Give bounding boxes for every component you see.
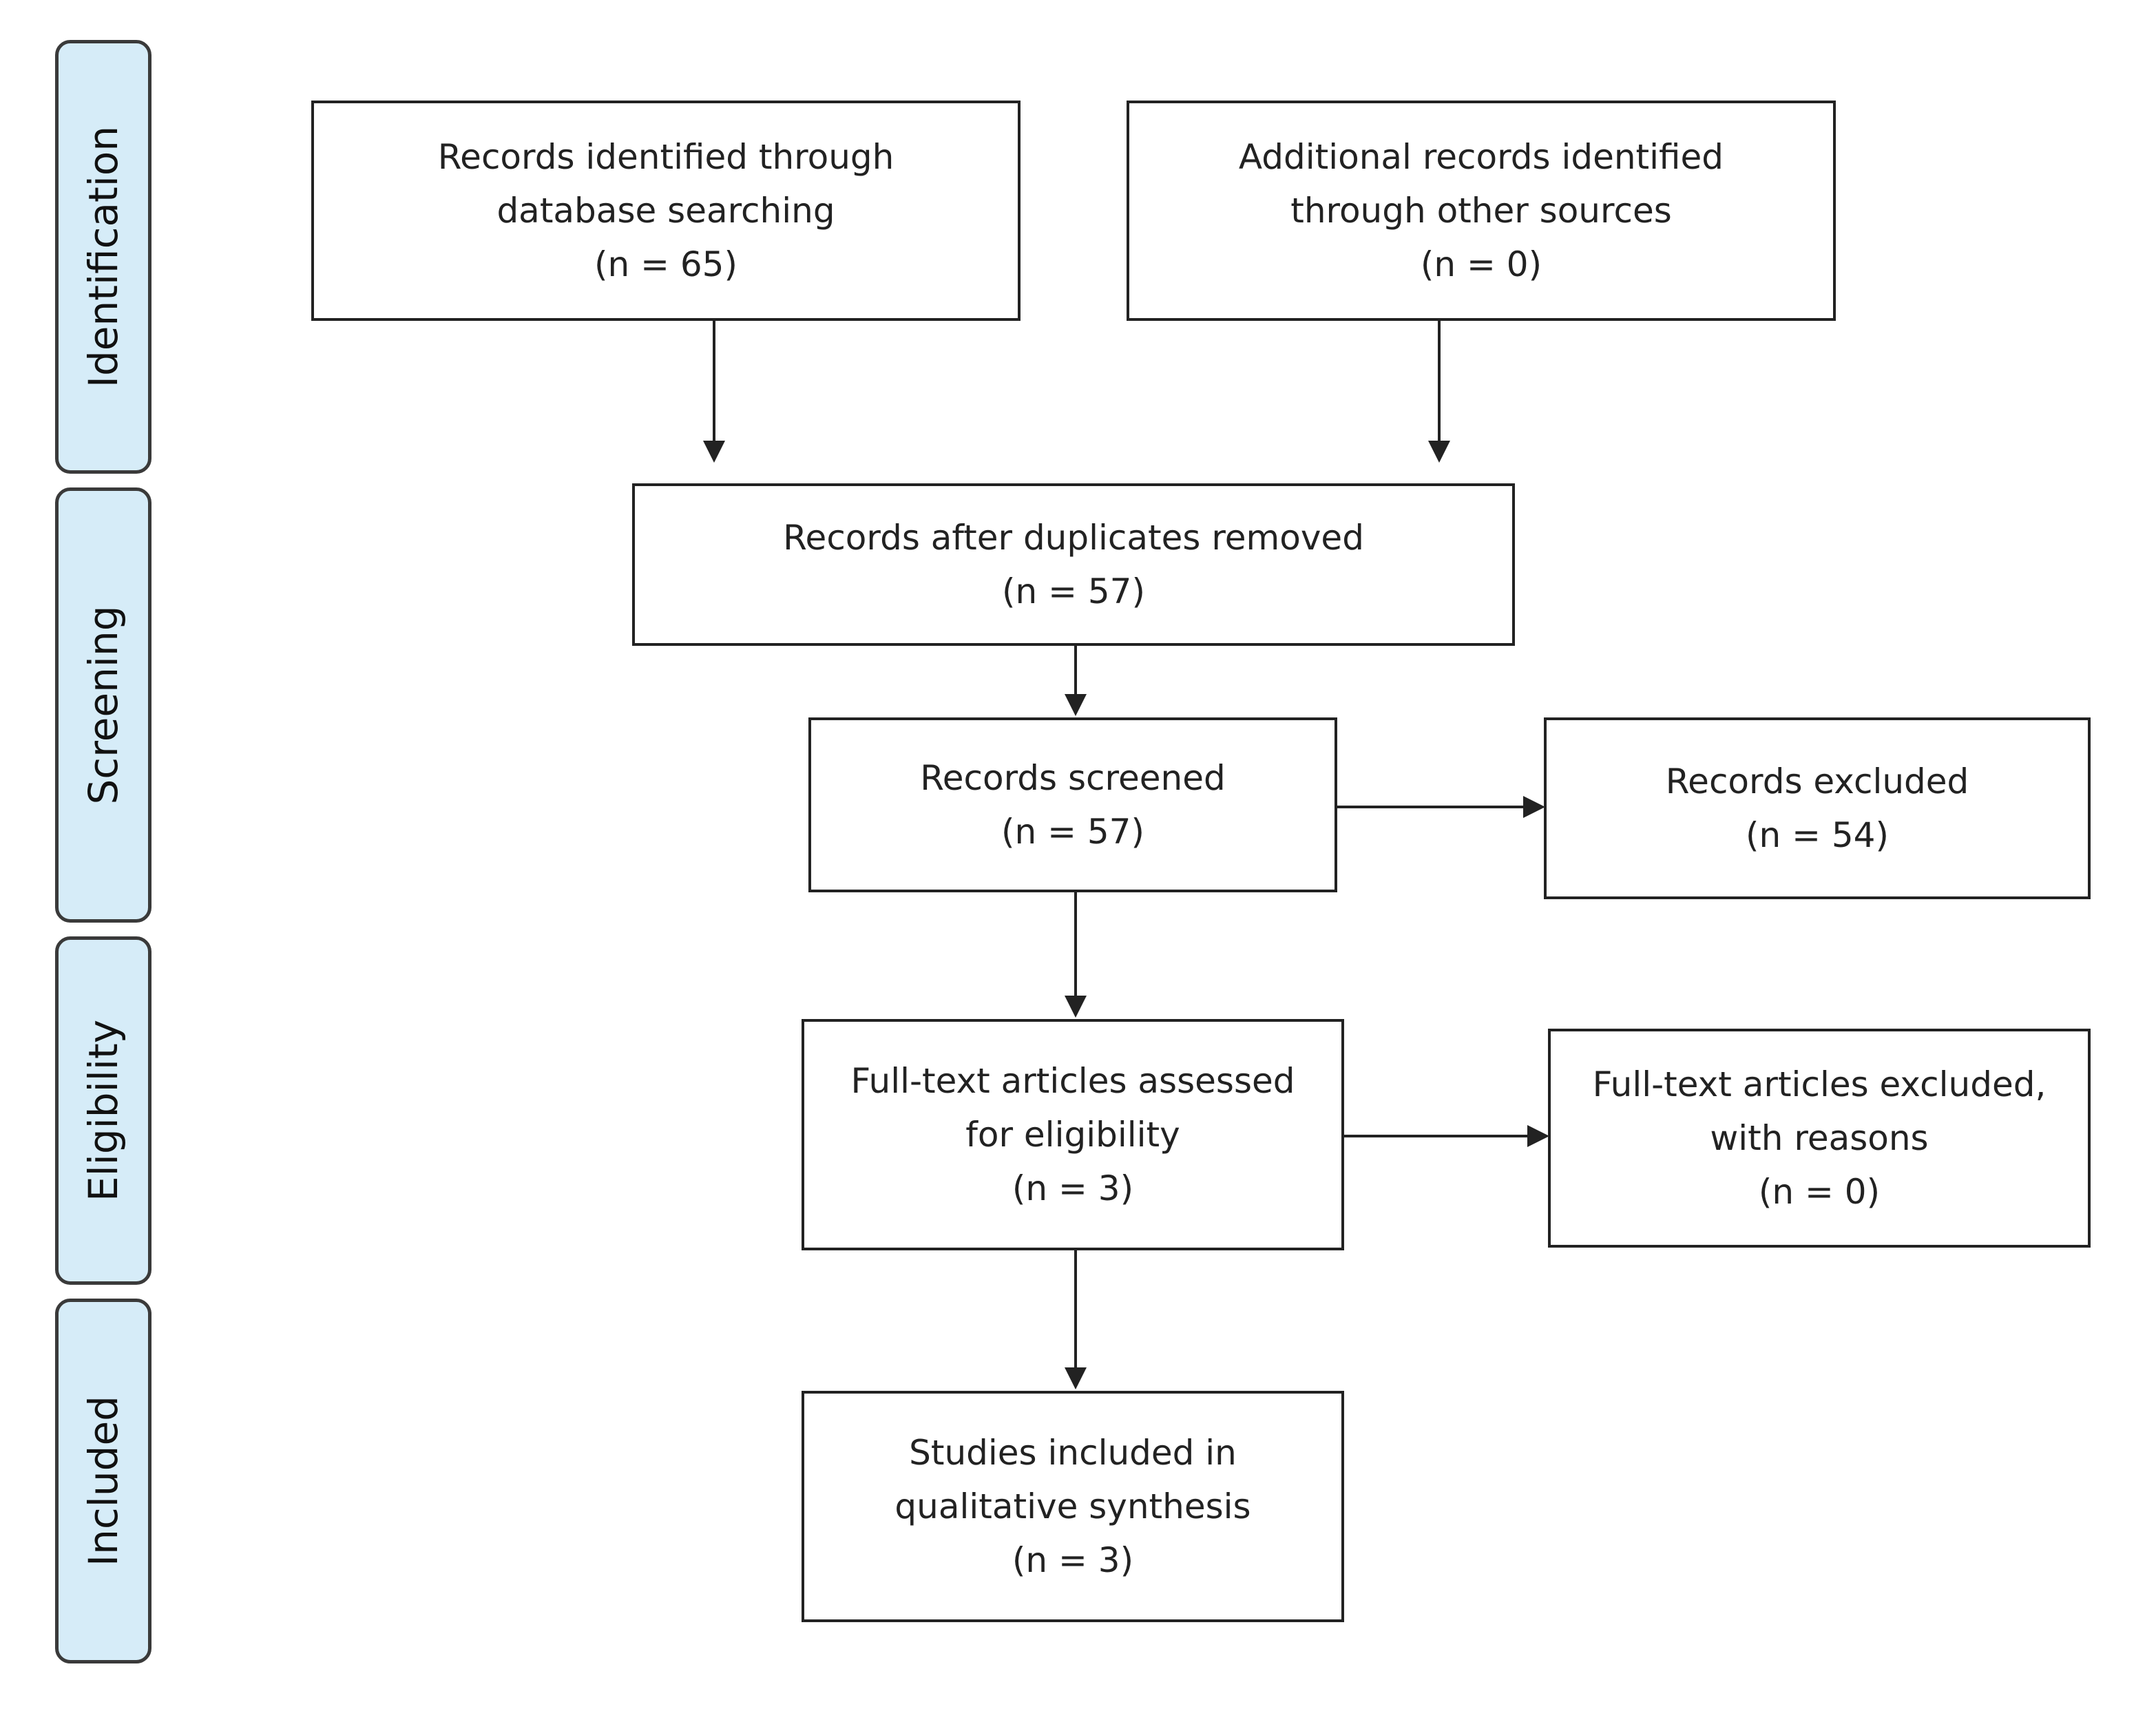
- box-included-line1: Studies included in: [909, 1433, 1237, 1473]
- arrowhead-database-to-duplicates: [703, 441, 725, 463]
- stage-eligibility: Eligibility: [55, 936, 151, 1285]
- box-fulltext-assessed-line2: for eligibility: [965, 1115, 1180, 1155]
- box-records-excluded: Records excluded (n = 54): [1544, 717, 2091, 899]
- box-fulltext-excluded-line2: with reasons: [1710, 1118, 1929, 1158]
- box-fulltext-excluded-line1: Full-text articles excluded,: [1592, 1064, 2047, 1104]
- box-other-sources-line2: through other sources: [1290, 191, 1672, 231]
- box-other-sources-count: (n = 0): [1420, 244, 1542, 284]
- box-excluded-count: (n = 54): [1745, 815, 1889, 855]
- stage-identification: Identification: [55, 40, 151, 474]
- box-duplicates-removed: Records after duplicates removed (n = 57…: [632, 483, 1515, 646]
- box-database-count: (n = 65): [594, 244, 737, 284]
- box-included-count: (n = 3): [1012, 1540, 1134, 1580]
- box-studies-included: Studies included in qualitative synthesi…: [802, 1391, 1344, 1622]
- box-fulltext-assessed: Full-text articles assessed for eligibil…: [802, 1019, 1344, 1250]
- box-database-records: Records identified through database sear…: [311, 101, 1021, 321]
- box-records-screened: Records screened (n = 57): [808, 717, 1337, 892]
- box-screened-line1: Records screened: [920, 758, 1226, 798]
- box-database-line2: database searching: [496, 191, 835, 231]
- stage-included: Included: [55, 1299, 151, 1663]
- box-other-sources-line1: Additional records identified: [1238, 137, 1724, 177]
- box-screened-count: (n = 57): [1001, 812, 1144, 852]
- box-fulltext-assessed-count: (n = 3): [1012, 1168, 1134, 1208]
- box-excluded-line1: Records excluded: [1665, 762, 1969, 801]
- arrowhead-fulltext-to-included: [1065, 1367, 1087, 1389]
- box-duplicates-count: (n = 57): [1001, 571, 1145, 611]
- arrowhead-fulltext-to-excluded: [1527, 1125, 1549, 1147]
- box-database-line1: Records identified through: [437, 137, 894, 177]
- stage-screening: Screening: [55, 487, 151, 923]
- arrowhead-screened-to-fulltext: [1065, 996, 1087, 1018]
- arrowhead-screened-to-excluded: [1523, 796, 1545, 818]
- box-fulltext-excluded: Full-text articles excluded, with reason…: [1548, 1029, 2091, 1248]
- box-included-line2: qualitative synthesis: [894, 1487, 1251, 1526]
- arrowhead-other-to-duplicates: [1428, 441, 1450, 463]
- box-fulltext-assessed-line1: Full-text articles assessed: [850, 1061, 1295, 1101]
- box-fulltext-excluded-count: (n = 0): [1758, 1172, 1881, 1212]
- box-other-sources: Additional records identified through ot…: [1127, 101, 1836, 321]
- arrowhead-duplicates-to-screened: [1065, 694, 1087, 716]
- box-duplicates-line1: Records after duplicates removed: [783, 518, 1364, 558]
